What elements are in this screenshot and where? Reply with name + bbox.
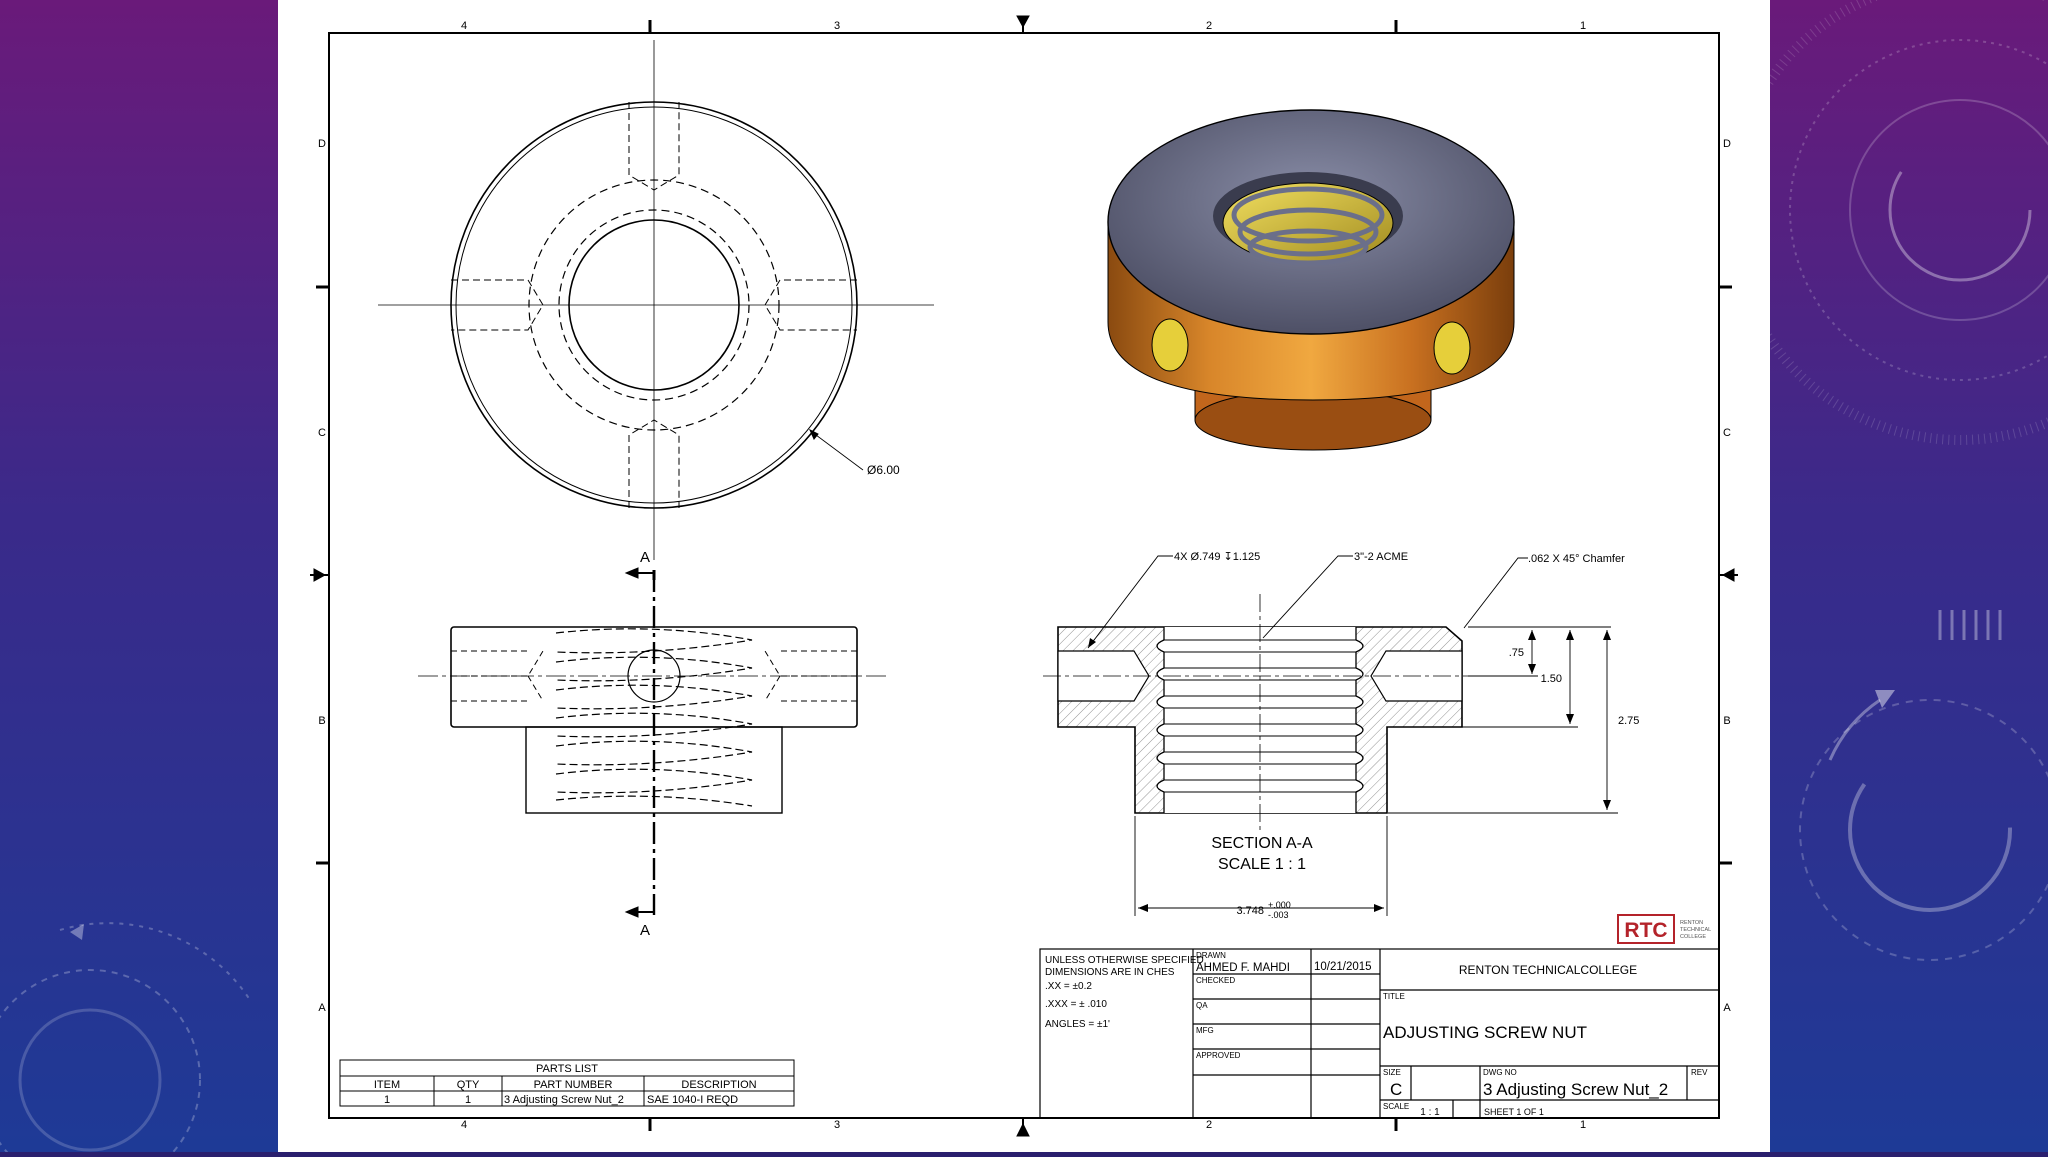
dimension-width: 3.748 (1236, 905, 1264, 917)
zone-col-label: 4 (461, 20, 467, 32)
dwg-no-label: DWG NO (1483, 1068, 1517, 1077)
decorative-rings-left (0, 922, 251, 1152)
engineering-drawing: 4 3 2 1 4 3 2 1 D C B A D C B A Ø6.00 (310, 15, 1738, 1137)
approved-label: APPROVED (1196, 1051, 1241, 1060)
decorative-rings-right (1770, 0, 2048, 961)
svg-text:RTC: RTC (1624, 919, 1667, 942)
parts-list (339, 1059, 795, 1107)
zone-row-label: B (1723, 715, 1730, 727)
parts-list-cell: SAE 1040-I REQD (647, 1094, 738, 1106)
zone-row-label: A (318, 1002, 326, 1014)
diameter-callout: Ø6.00 (867, 463, 900, 477)
parts-list-cell: 1 (465, 1094, 471, 1106)
section-marker-bottom: A (640, 922, 650, 939)
drawing-number: 3 Adjusting Screw Nut_2 (1483, 1080, 1668, 1099)
zone-row-label: A (1723, 1002, 1731, 1014)
drawing-border (310, 15, 1738, 1137)
front-view (418, 567, 888, 918)
zone-row-label: B (318, 715, 325, 727)
drawn-date: 10/21/2015 (1314, 961, 1372, 973)
zone-col-label: 1 (1580, 20, 1586, 32)
rev-label: REV (1691, 1068, 1708, 1077)
parts-list-header: DESCRIPTION (681, 1079, 756, 1091)
thread-callout: 3"-2 ACME (1354, 551, 1408, 563)
zone-col-label: 3 (834, 20, 840, 32)
qa-label: QA (1196, 1001, 1208, 1010)
zone-col-label: 1 (1580, 1119, 1586, 1131)
title-label: TITLE (1383, 992, 1405, 1001)
tolerance-note: .XXX = ± .010 (1045, 999, 1107, 1010)
slide-background-left (0, 0, 278, 1152)
svg-text:TECHNICAL: TECHNICAL (1680, 927, 1711, 933)
dimension-150: 1.50 (1541, 673, 1562, 685)
zone-col-label: 3 (834, 1119, 840, 1131)
scale-label: SCALE (1383, 1102, 1409, 1111)
sheet-size: C (1390, 1080, 1402, 1099)
checked-label: CHECKED (1196, 976, 1235, 985)
parts-list-title: PARTS LIST (536, 1063, 598, 1075)
zone-col-label: 4 (461, 1119, 467, 1131)
mfg-label: MFG (1196, 1026, 1214, 1035)
dimension-075: .75 (1509, 647, 1524, 659)
top-view (378, 40, 934, 560)
zone-row-label: C (1723, 427, 1731, 439)
parts-list-cell: 3 Adjusting Screw Nut_2 (504, 1094, 624, 1106)
school-name: RENTON TECHNICALCOLLEGE (1459, 963, 1637, 977)
section-title: SECTION A-A (1211, 835, 1313, 852)
chamfer-callout: .062 X 45° Chamfer (1528, 553, 1625, 565)
zone-col-label: 2 (1206, 1119, 1212, 1131)
zone-row-label: D (318, 138, 326, 150)
hole-callout: 4X Ø.749 ↧1.125 (1174, 551, 1260, 563)
parts-list-cell: 1 (384, 1094, 390, 1106)
drawn-label: DRAWN (1196, 951, 1226, 960)
dimension-width-tol-upper: +.000 (1268, 900, 1291, 910)
tolerance-note: .XX = ±0.2 (1045, 981, 1092, 992)
zone-col-label: 2 (1206, 20, 1212, 32)
section-marker-top: A (640, 549, 650, 566)
zone-row-label: D (1723, 138, 1731, 150)
tolerance-note: DIMENSIONS ARE IN CHES (1045, 967, 1175, 978)
isometric-render (1107, 109, 1515, 451)
title-block (1039, 948, 1720, 1119)
dimension-width-tol-lower: -.003 (1268, 910, 1289, 920)
dimension-275: 2.75 (1618, 715, 1639, 727)
parts-list-header: ITEM (374, 1079, 400, 1091)
drawing-title: ADJUSTING SCREW NUT (1383, 1023, 1587, 1042)
rtc-logo: RTC RENTON TECHNICAL COLLEGE (1617, 914, 1711, 944)
scale-value: 1 : 1 (1420, 1107, 1440, 1118)
size-label: SIZE (1383, 1068, 1401, 1077)
sheet-number: SHEET 1 OF 1 (1484, 1107, 1544, 1117)
parts-list-header: QTY (457, 1079, 480, 1091)
svg-text:RENTON: RENTON (1680, 920, 1703, 926)
section-scale: SCALE 1 : 1 (1218, 856, 1306, 873)
tolerance-note: ANGLES = ±1' (1045, 1019, 1110, 1030)
drawn-by: AHMED F. MAHDI (1196, 962, 1290, 974)
drawing-sheet: 4 3 2 1 4 3 2 1 D C B A D C B A Ø6.00 (278, 0, 1770, 1152)
section-view (1043, 555, 1618, 916)
zone-row-label: C (318, 427, 326, 439)
parts-list-header: PART NUMBER (534, 1079, 613, 1091)
svg-text:COLLEGE: COLLEGE (1680, 934, 1706, 940)
slide-background-right (1770, 0, 2048, 1152)
tolerance-note: UNLESS OTHERWISE SPECIFIED (1045, 955, 1204, 966)
